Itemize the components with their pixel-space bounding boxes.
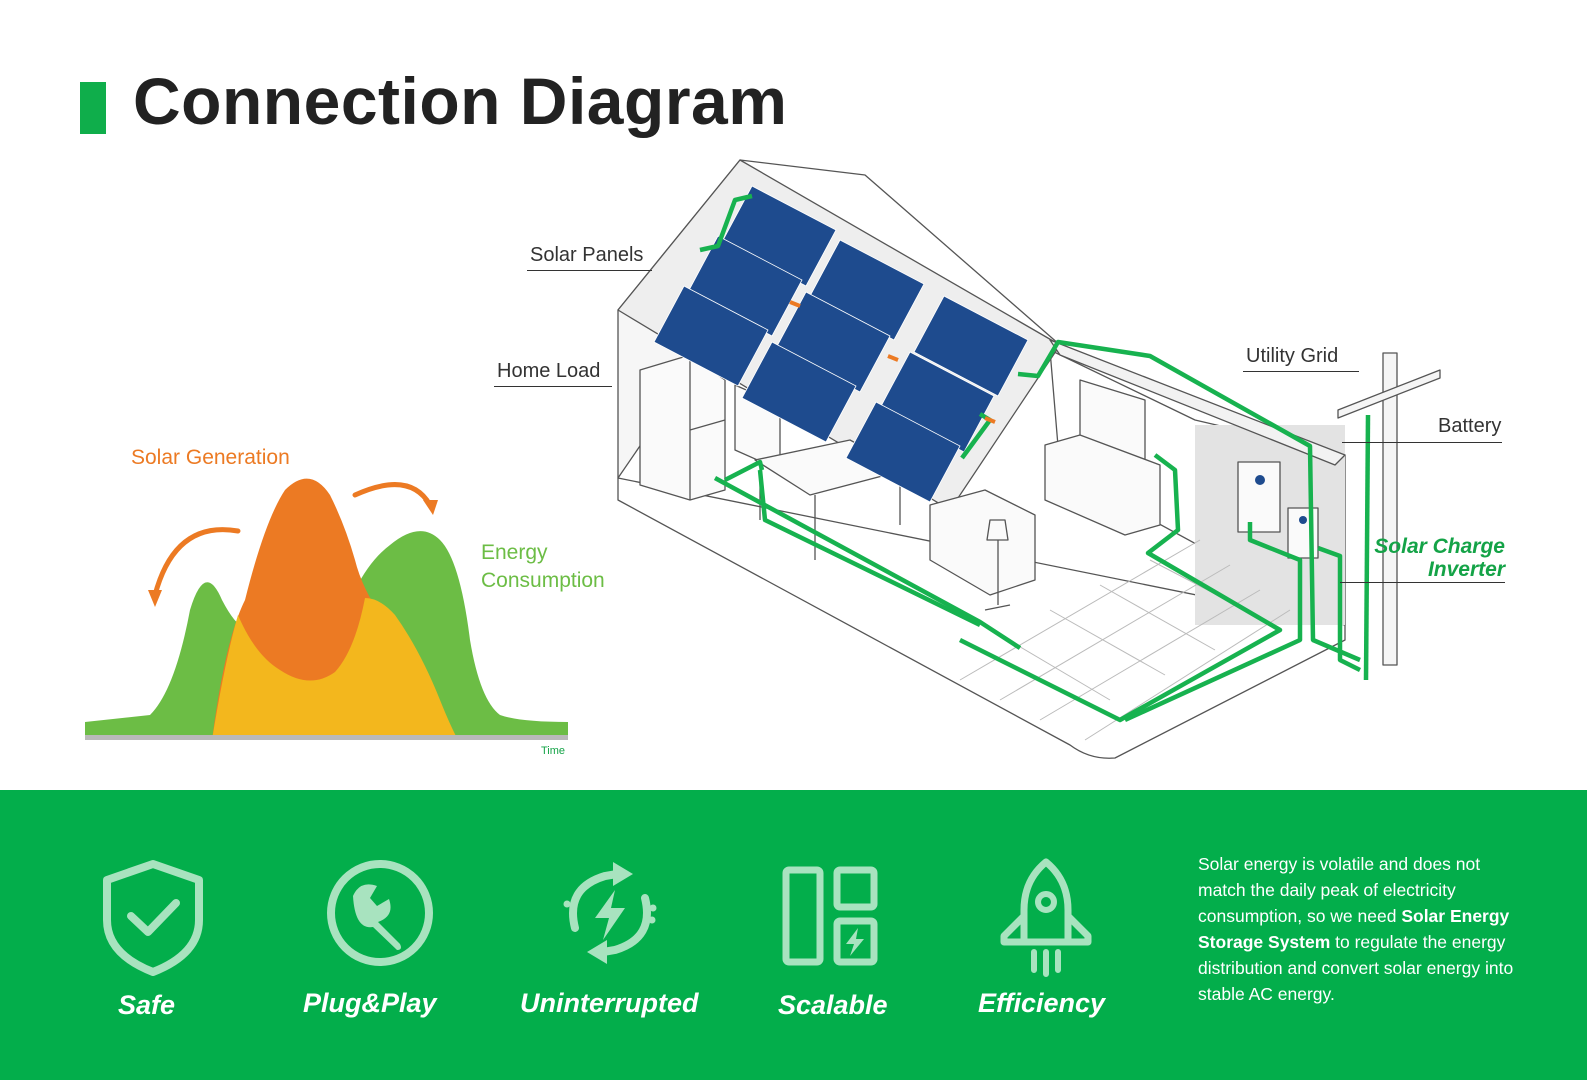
- wrench-icon: [327, 860, 433, 966]
- utility-grid-label: Utility Grid: [1246, 345, 1339, 367]
- overlap-area: [212, 598, 458, 740]
- home-load-label: Home Load: [497, 360, 601, 382]
- floor-lamp: [984, 519, 1011, 611]
- feature-label-scalable: Scalable: [778, 990, 888, 1020]
- description-part1: Solar energy is volatile and does not ma…: [1198, 854, 1481, 926]
- feature-label-plug-play: Plug&Play: [303, 988, 437, 1018]
- feature-label-safe: Safe: [118, 990, 176, 1020]
- wiring: [699, 193, 1371, 723]
- description-text: Solar energy is volatile and does not ma…: [1198, 851, 1518, 1007]
- left-arrow-icon: [152, 527, 241, 598]
- solar-panel-array: [653, 185, 1029, 503]
- house-floor: [617, 477, 1346, 759]
- solar-panels-label: Solar Panels: [530, 244, 644, 266]
- right-roof: [1049, 339, 1346, 466]
- pole-crossarm: [1337, 369, 1441, 419]
- feature-label-efficiency: Efficiency: [978, 988, 1106, 1018]
- title-accent-bar: [80, 82, 106, 134]
- home-load-leader: [494, 386, 612, 387]
- battery-unit: [1237, 461, 1281, 533]
- inverter-label-line1: Solar Charge: [1374, 535, 1505, 558]
- modules-icon: [782, 866, 878, 966]
- energy-consumption-label-line1: Energy: [481, 541, 548, 564]
- feature-banner: [0, 790, 1587, 1080]
- tv-cabinet: [1044, 434, 1161, 536]
- roof-ridge: [739, 159, 1061, 346]
- time-axis: [85, 735, 568, 740]
- battery-label: Battery: [1438, 415, 1502, 437]
- right-arrow-icon: [352, 482, 433, 508]
- house-illustration: [617, 159, 1441, 759]
- energy-consumption-label-line2: Consumption: [481, 569, 605, 592]
- utility-pole: [1382, 352, 1398, 666]
- page-title: Connection Diagram: [133, 64, 788, 138]
- description-part2: to regulate the energy distribution and …: [1198, 932, 1514, 1004]
- battery-leader: [1342, 442, 1502, 443]
- floor-tiles: [959, 539, 1291, 741]
- description-bold: Solar Energy Storage System: [1198, 906, 1510, 952]
- solar-generation-label: Solar Generation: [131, 446, 290, 469]
- shield-check-icon: [103, 860, 203, 976]
- fridge: [639, 354, 726, 501]
- utility-grid-leader: [1243, 371, 1359, 372]
- time-axis-label: Time: [541, 745, 566, 757]
- rocket-icon: [1000, 858, 1092, 977]
- generation-consumption-chart: [85, 478, 568, 740]
- inverter-label-line2: Inverter: [1427, 558, 1505, 581]
- solar-panels-leader: [527, 270, 652, 271]
- inverter-leader: [1340, 582, 1505, 583]
- recycle-bolt-icon: [563, 862, 657, 964]
- sofa: [929, 489, 1036, 596]
- panel-connectors: [789, 300, 996, 424]
- feature-label-uninterrupted: Uninterrupted: [520, 988, 699, 1018]
